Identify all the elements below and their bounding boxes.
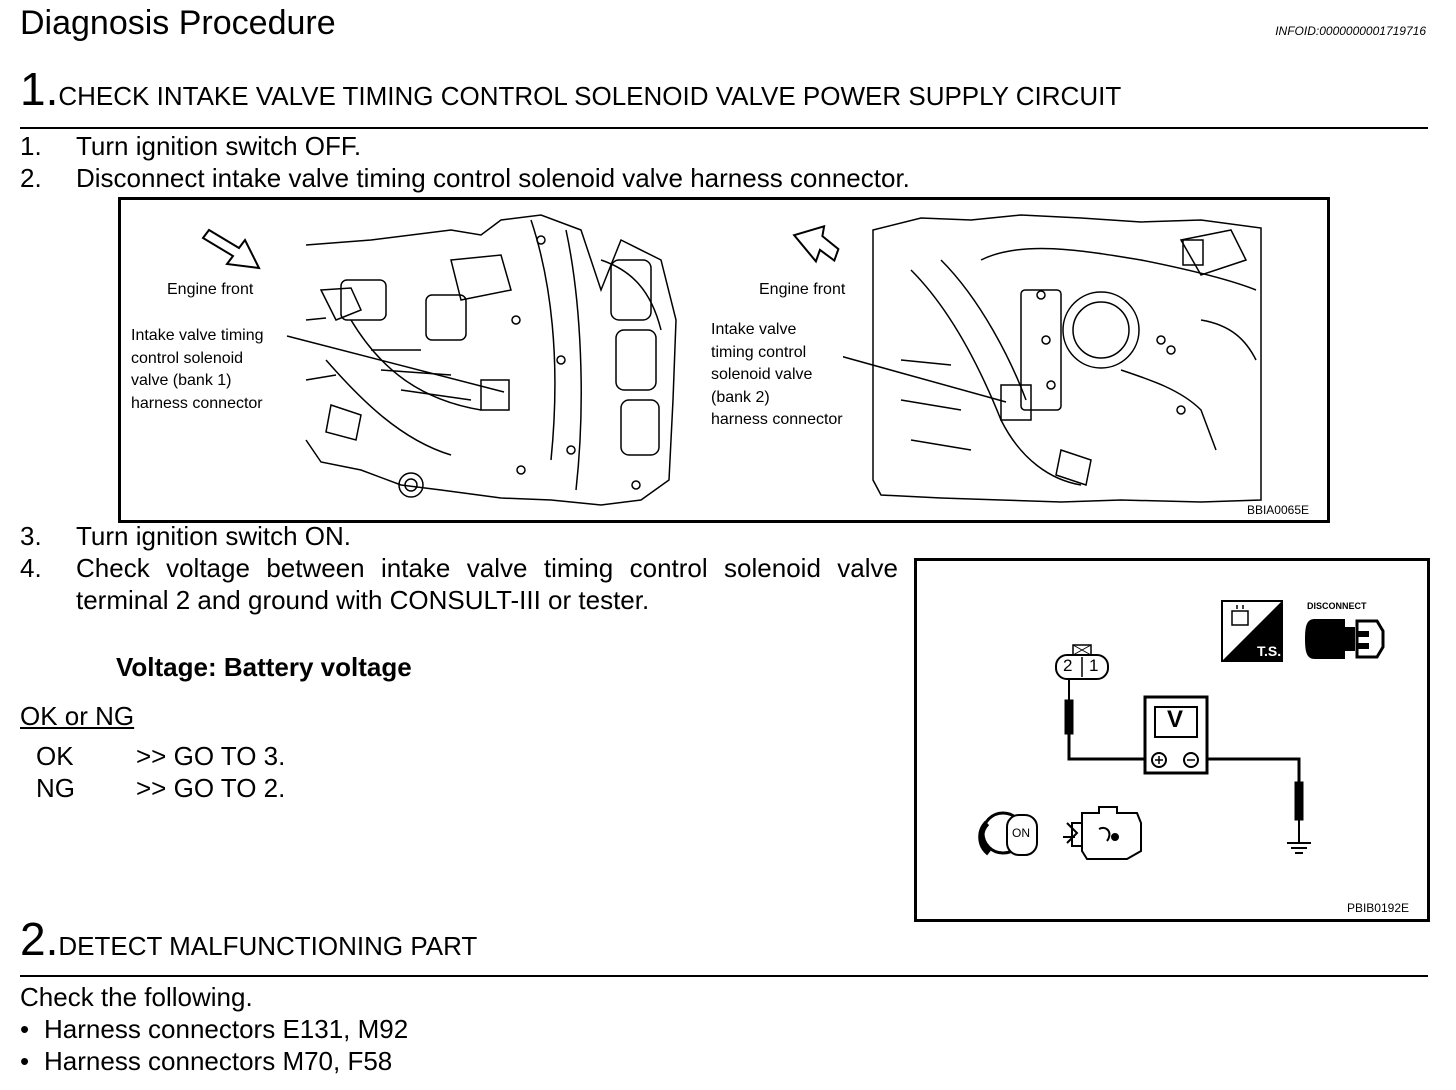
info-id: INFOID:0000000001719716	[1275, 24, 1426, 38]
engine-sketch-left	[305, 214, 677, 506]
engine-icon	[1063, 806, 1142, 860]
instructions-list-1: 1. Turn ignition switch OFF. 2. Disconne…	[20, 130, 1120, 194]
page-title: Diagnosis Procedure	[20, 4, 336, 42]
pin-2-label: 2	[1063, 656, 1073, 675]
instruction-item: 4. Check voltage between intake valve ti…	[20, 553, 898, 615]
figure-code-bbia: BBIA0065E	[1246, 503, 1309, 517]
ts-label: T.S.	[1257, 643, 1282, 659]
instruction-item: 2. Disconnect intake valve timing contro…	[20, 163, 910, 193]
step-2-title: DETECT MALFUNCTIONING PART	[58, 931, 478, 961]
voltmeter-label: V	[1167, 706, 1184, 733]
callout-bank2: Intake valve timing control solenoid val…	[711, 319, 843, 432]
result-row-ng: NG >> GO TO 2.	[36, 773, 286, 803]
pin-1-label: 1	[1089, 656, 1099, 675]
list-item: •Harness connectors M70, F58	[20, 1046, 393, 1076]
step-1-title: CHECK INTAKE VALVE TIMING CONTROL SOLENO…	[58, 81, 1122, 111]
ok-ng-label: OK or NG	[20, 701, 135, 731]
connector-symbol	[1055, 644, 1109, 680]
engine-sketch-right	[872, 214, 1262, 503]
engine-front-arrow-right	[792, 224, 840, 264]
step-1-heading: 1.CHECK INTAKE VALVE TIMING CONTROL SOLE…	[20, 62, 1121, 116]
figure-code-pbib: PBIB0192E	[1346, 901, 1409, 915]
step-2-number: 2.	[20, 913, 59, 965]
callout-bank1: Intake valve timing control solenoid val…	[131, 325, 264, 415]
result-row-ok: OK >> GO TO 3.	[36, 741, 286, 771]
ignition-key-icon	[978, 811, 1038, 856]
callout-line-right	[832, 353, 1007, 403]
instruction-item: 1. Turn ignition switch OFF.	[20, 131, 362, 161]
step-2-body: Check the following. •Harness connectors…	[20, 981, 408, 1077]
step-2-heading: 2.DETECT MALFUNCTIONING PART	[20, 912, 477, 966]
list-item: •Harness connectors E131, M92	[20, 1014, 409, 1044]
voltmeter-symbol	[1143, 695, 1209, 775]
disconnect-label: DISCONNECT	[1307, 601, 1367, 611]
results-list: OK >> GO TO 3. NG >> GO TO 2.	[36, 740, 285, 804]
engine-front-label-right: Engine front	[759, 281, 846, 298]
ts-icon	[1221, 600, 1283, 662]
engine-front-arrow-left	[201, 228, 261, 270]
voltage-check-schematic: DISCONNECT T.S. 2 1 V ON PBIB0192E	[914, 558, 1430, 922]
key-on-label: ON	[1012, 826, 1030, 840]
instructions-list-2: 3. Turn ignition switch ON. 4. Check vol…	[20, 520, 898, 616]
engine-illustration	[201, 214, 1262, 506]
instruction-item: 3. Turn ignition switch ON.	[20, 521, 352, 551]
step-2-rule	[20, 975, 1428, 977]
step-2-intro: Check the following.	[20, 982, 253, 1012]
step-1-rule	[20, 127, 1428, 129]
disconnect-icon	[1305, 619, 1385, 659]
schematic-drawing	[978, 600, 1385, 860]
voltage-spec: Voltage: Battery voltage	[116, 652, 412, 682]
callout-line-left	[286, 335, 505, 393]
engine-front-label-left: Engine front	[167, 281, 254, 298]
step-1-number: 1.	[20, 63, 59, 115]
engine-connector-figure: Engine front Intake valve timing control…	[118, 197, 1330, 523]
